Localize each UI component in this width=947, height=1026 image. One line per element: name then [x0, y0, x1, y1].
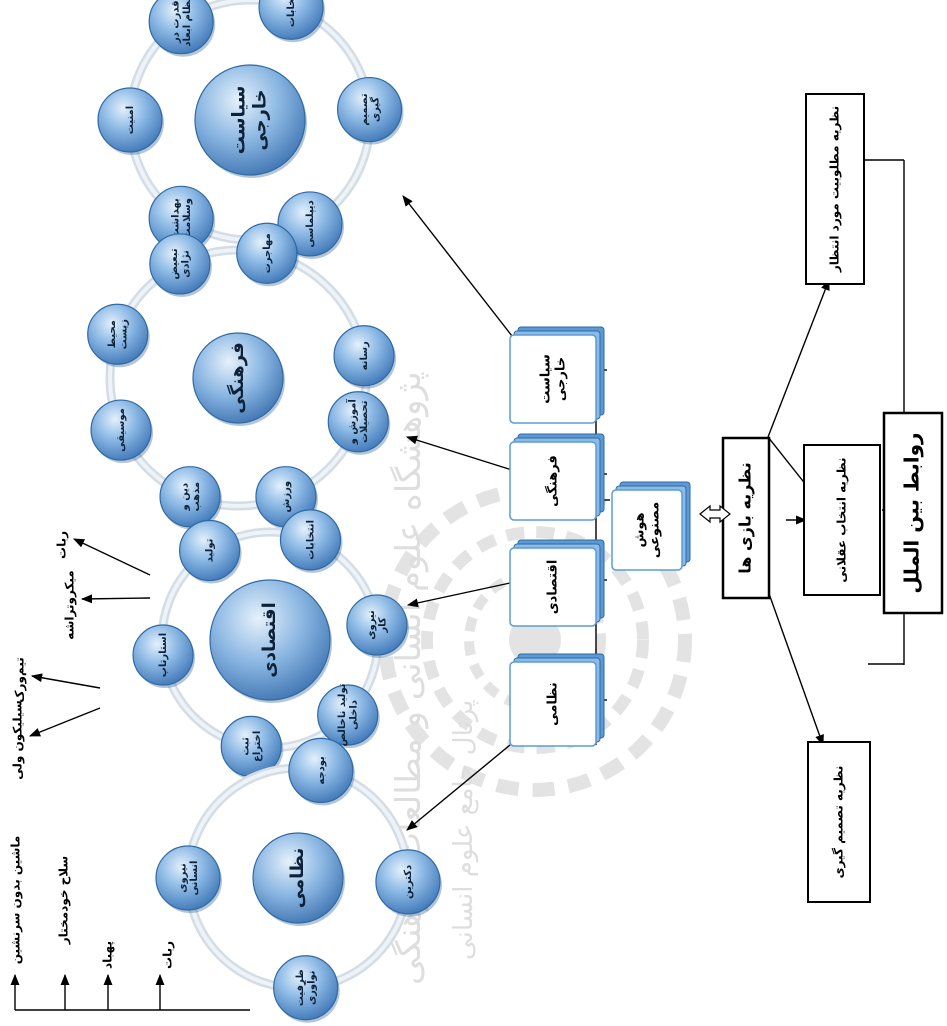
- military-center-label: نظامی: [287, 848, 308, 908]
- arrow-to-foreign: [402, 195, 513, 337]
- cultural-satellite-2-label: ورزش: [281, 481, 292, 513]
- cultural-satellite-7-label: مهاجرت: [262, 233, 273, 273]
- military-satellite-1: [375, 849, 441, 915]
- domain-card-foreign-label: سیاستخارجی: [538, 354, 568, 404]
- arrow-game-to-expected: [767, 278, 830, 438]
- foreign-satellite-2-label: دیپلماسی: [305, 200, 316, 247]
- foreign-satellite-4-label: امنیت: [125, 106, 136, 134]
- arrow-econ-output-2: [30, 673, 101, 689]
- domain-card-cultural-label: فرهنگی: [545, 455, 561, 507]
- foreign-satellite-1-label: تصمیمگیری: [359, 93, 382, 125]
- domain-card-military: [509, 661, 597, 747]
- decision-theory-label: نظریه تصمیم گیری: [832, 766, 846, 879]
- economic-satellite-4-label: استارتاپ: [158, 633, 169, 677]
- economic-satellite-1-label: نیرویکار: [366, 610, 389, 639]
- foreign-satellite-0: [258, 0, 324, 40]
- economic-satellite-2-label: تولید ناخالصداخلی: [337, 683, 360, 746]
- cultural-satellite-3: [159, 466, 221, 528]
- econ-output-1: میکروتراشه: [63, 570, 78, 639]
- rational-choice-label: نظریه انتخاب عقلانی: [835, 457, 849, 582]
- foreign-satellite-3-label: بهداشتوسلامت: [170, 198, 193, 238]
- root-label: روابط بین الملل: [900, 432, 924, 593]
- foreign-satellite-4: [97, 87, 163, 153]
- cultural-center-label: فرهنگی: [226, 342, 248, 414]
- economic-satellite-2: [317, 684, 379, 746]
- economic-satellite-3-label: ثبتاختراع: [240, 731, 263, 762]
- domain-card-military-label: نظامی: [546, 682, 561, 726]
- arrow-econ-output-3: [28, 707, 101, 737]
- mil-output-2: سلاح خودمختار: [57, 856, 72, 945]
- domain-card-economic-label: اقتصادی: [546, 560, 561, 615]
- economic-center-label: اقتصادی: [259, 602, 280, 678]
- cultural-satellite-6: [149, 233, 211, 295]
- cultural-satellite-4: [90, 399, 152, 461]
- foreign-satellite-5: [148, 0, 214, 55]
- military-satellite-0: [288, 737, 354, 804]
- rational-choice-box: [803, 444, 881, 596]
- military-satellite-3-label: نیرویانسانی: [177, 861, 200, 896]
- double-arrow-icon: [699, 504, 731, 524]
- foreign-satellite-5-label: قدرت درنظام ابعاد: [170, 0, 193, 47]
- military-satellite-0-label: بودجه: [316, 756, 327, 784]
- ai-card-label: هوشمصنوعی: [632, 502, 662, 558]
- economic-satellite-1: [346, 594, 408, 656]
- cultural-satellite-1: [327, 391, 389, 453]
- foreign-center: [194, 64, 306, 176]
- mil-output-1: پهباد: [101, 941, 115, 969]
- cultural-satellite-5: [87, 303, 149, 365]
- military-satellite-1-label: دکترین: [403, 865, 414, 899]
- cultural-satellite-6-label: تبعیضنژادی: [169, 248, 192, 279]
- econ-output-0: ربات: [55, 531, 69, 559]
- military-satellite-2: [273, 955, 339, 1021]
- foreign-center-label: سیاستخارجی: [229, 86, 271, 155]
- mil-output-0: ربات: [161, 941, 175, 969]
- military-satellite-3: [155, 845, 221, 911]
- arrow-game-to-decision: [766, 587, 824, 747]
- economic-satellite-4: [132, 624, 194, 686]
- domain-card-economic: [509, 547, 597, 627]
- economic-satellite-5-label: تولید: [205, 538, 216, 562]
- economic-satellite-0: [279, 509, 342, 571]
- arrow-to-economic: [406, 582, 511, 608]
- cultural-satellite-0: [333, 325, 395, 387]
- root-box: [882, 411, 944, 615]
- arrow-to-cultural: [405, 435, 513, 471]
- decision-theory-box: [807, 741, 871, 903]
- cultural-satellite-5-label: محیطزیست: [107, 319, 130, 350]
- game-theory-box: [721, 436, 771, 600]
- cultural-satellite-1-label: آموزش وتحصیلات: [346, 399, 371, 446]
- arrow-econ-output-1: [80, 594, 151, 604]
- econ-output-2: تیم‌ورک: [13, 657, 28, 702]
- domain-card-foreign: [509, 334, 597, 424]
- cultural-satellite-0-label: رسانه: [359, 341, 370, 370]
- watermark-line2: پرتال جامع علوم انسانی: [449, 700, 479, 960]
- foreign-satellite-0-label: انتخابات: [286, 0, 297, 27]
- domain-card-cultural: [509, 441, 597, 521]
- military-center: [252, 832, 344, 924]
- cultural-satellite-4-label: موسیقی: [116, 408, 127, 452]
- military-satellite-2-label: ظرفیتنوآوری: [295, 969, 318, 1006]
- cultural-satellite-3-label: دین ومذهب: [179, 482, 202, 512]
- economic-satellite-5: [179, 519, 241, 582]
- arrow-to-military: [406, 744, 511, 831]
- mil-output-3: ماشین بدون سرنشین: [9, 836, 24, 965]
- arrow-econ-output-0: [72, 538, 151, 576]
- cultural-center: [192, 332, 284, 424]
- expected-utility-box: [805, 93, 865, 285]
- foreign-satellite-1: [336, 76, 403, 143]
- nodes: نظریه مطلوبیت مورد انتظار نظریه انتخاب عق…: [9, 0, 944, 1023]
- econ-output-3: سیلیکون ولی: [11, 700, 26, 780]
- game-theory-label: نظریه بازی ها: [736, 462, 755, 573]
- economic-satellite-0-label: انتخابات: [305, 520, 316, 560]
- expected-utility-label: نظریه مطلوبیت مورد انتظار: [828, 106, 843, 273]
- economic-center: [209, 579, 331, 701]
- ai-card: [611, 489, 683, 571]
- cultural-satellite-7: [236, 222, 298, 284]
